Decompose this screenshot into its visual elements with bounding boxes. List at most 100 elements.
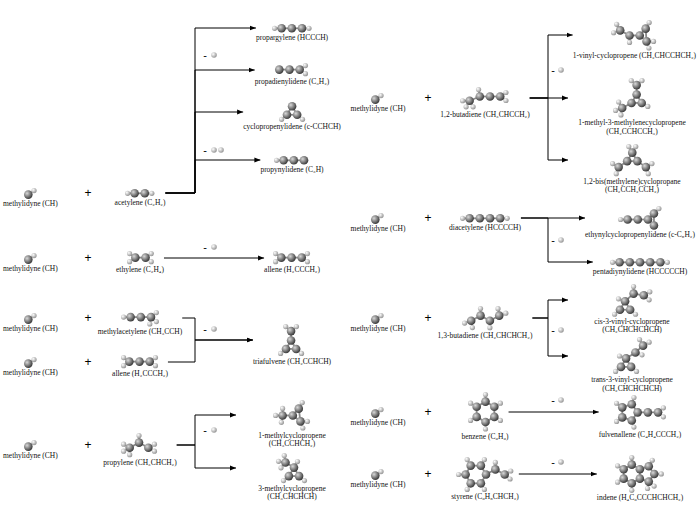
atom bbox=[481, 418, 490, 427]
atom bbox=[650, 470, 659, 479]
atom bbox=[628, 479, 637, 488]
atom bbox=[632, 90, 641, 99]
molecule-model bbox=[274, 62, 310, 78]
molecule-model bbox=[124, 188, 156, 199]
atom bbox=[468, 418, 473, 423]
atom bbox=[615, 258, 624, 267]
molecule-model bbox=[23, 439, 38, 452]
molecule-node: 1-methylcyclopropene (CH₃CCHCH₂) bbox=[236, 399, 348, 449]
atom bbox=[496, 92, 505, 101]
atom bbox=[650, 209, 659, 218]
atom bbox=[660, 405, 665, 410]
molecule-name: 1-methylcyclopropene (CH₃CCHCH₂) bbox=[236, 432, 348, 449]
molecule-name: indene (H₄C₆CCCHCHCH₂) bbox=[597, 494, 683, 503]
atom bbox=[280, 156, 289, 165]
atom bbox=[616, 99, 621, 104]
atom bbox=[627, 416, 636, 425]
molecule-model bbox=[23, 187, 38, 200]
plus-sign: + bbox=[424, 406, 431, 418]
molecule-model bbox=[126, 250, 155, 266]
atom bbox=[287, 326, 296, 335]
atom bbox=[128, 452, 133, 457]
atom bbox=[636, 474, 645, 483]
atom bbox=[287, 102, 296, 111]
atom bbox=[627, 39, 632, 44]
atom bbox=[379, 407, 384, 412]
atom bbox=[632, 81, 641, 90]
atom bbox=[299, 117, 304, 122]
plus-sign: + bbox=[84, 187, 91, 199]
atom bbox=[660, 414, 665, 419]
atom bbox=[295, 65, 304, 74]
atom bbox=[617, 413, 626, 422]
atom bbox=[656, 258, 665, 267]
atom bbox=[647, 20, 652, 25]
molecule-name: methylidyne (CH) bbox=[3, 200, 58, 209]
molecule-node: 1-vinyl-cyclopropene (CH₂CHCCHCH₂) bbox=[573, 19, 696, 61]
molecule-name: 1-methyl-3-methylenecyclopropene (CH₂CCH… bbox=[568, 119, 696, 136]
atom bbox=[31, 440, 36, 445]
atom bbox=[280, 405, 285, 410]
hydrogen-loss-atoms bbox=[211, 52, 564, 465]
atom bbox=[456, 471, 461, 476]
atom bbox=[279, 419, 284, 424]
atom bbox=[469, 324, 474, 329]
hydrogen-atom bbox=[211, 326, 217, 332]
molecule-node: 1-methyl-3-methylenecyclopropene (CH₂CCH… bbox=[568, 77, 696, 136]
atom bbox=[278, 465, 283, 470]
atom bbox=[633, 408, 642, 417]
atom bbox=[148, 251, 153, 256]
molecule-model bbox=[370, 212, 385, 225]
atom bbox=[630, 284, 635, 289]
molecule-name: propynylidene (C₃H) bbox=[260, 166, 323, 175]
atom bbox=[497, 401, 502, 406]
hydrogen-atom bbox=[558, 459, 564, 465]
atom bbox=[471, 104, 476, 109]
atom bbox=[24, 255, 33, 264]
molecule-node: benzene (C₆H₆) bbox=[461, 391, 508, 442]
molecule-node: methylidyne (CH) bbox=[3, 187, 58, 209]
plus-sign: + bbox=[424, 92, 431, 104]
minus-sign: - bbox=[203, 324, 207, 335]
atom bbox=[628, 460, 637, 469]
atom bbox=[616, 353, 621, 358]
atom bbox=[472, 402, 481, 411]
atom bbox=[466, 461, 475, 470]
atom bbox=[614, 400, 619, 405]
atom bbox=[652, 483, 657, 488]
molecule-node: trans-3-vinyl-cyclopropene (CH₂CHCHCHCH) bbox=[568, 336, 696, 393]
atom bbox=[468, 401, 473, 406]
atom bbox=[504, 89, 509, 94]
minus-sign: - bbox=[203, 425, 207, 436]
atom bbox=[647, 289, 652, 294]
reaction-arrow bbox=[165, 28, 256, 193]
molecule-name: methylidyne (CH) bbox=[3, 452, 58, 461]
atom bbox=[371, 95, 380, 104]
atom bbox=[276, 458, 281, 463]
atom bbox=[627, 399, 636, 408]
atom bbox=[379, 469, 384, 474]
atom bbox=[465, 214, 474, 223]
atom bbox=[485, 316, 494, 325]
molecule-model bbox=[614, 454, 665, 494]
atom bbox=[302, 477, 307, 482]
atom bbox=[282, 111, 291, 120]
reaction-arrow bbox=[165, 160, 260, 193]
atom bbox=[152, 441, 157, 446]
atom bbox=[639, 352, 644, 357]
atom bbox=[636, 465, 645, 474]
molecule-model bbox=[275, 452, 309, 485]
molecule-name: diacetylene (HCCCCH) bbox=[449, 224, 521, 233]
atom bbox=[121, 448, 126, 453]
atom bbox=[278, 350, 283, 355]
atom bbox=[618, 217, 623, 222]
atom bbox=[461, 470, 470, 479]
atom bbox=[297, 253, 306, 262]
atom bbox=[460, 215, 465, 220]
plus-sign: + bbox=[424, 212, 431, 224]
atom bbox=[618, 112, 623, 117]
atom bbox=[615, 480, 620, 485]
atom bbox=[295, 458, 300, 463]
molecule-name: triafulvene (CH₂CCHCH) bbox=[253, 358, 331, 367]
atom bbox=[643, 37, 652, 46]
